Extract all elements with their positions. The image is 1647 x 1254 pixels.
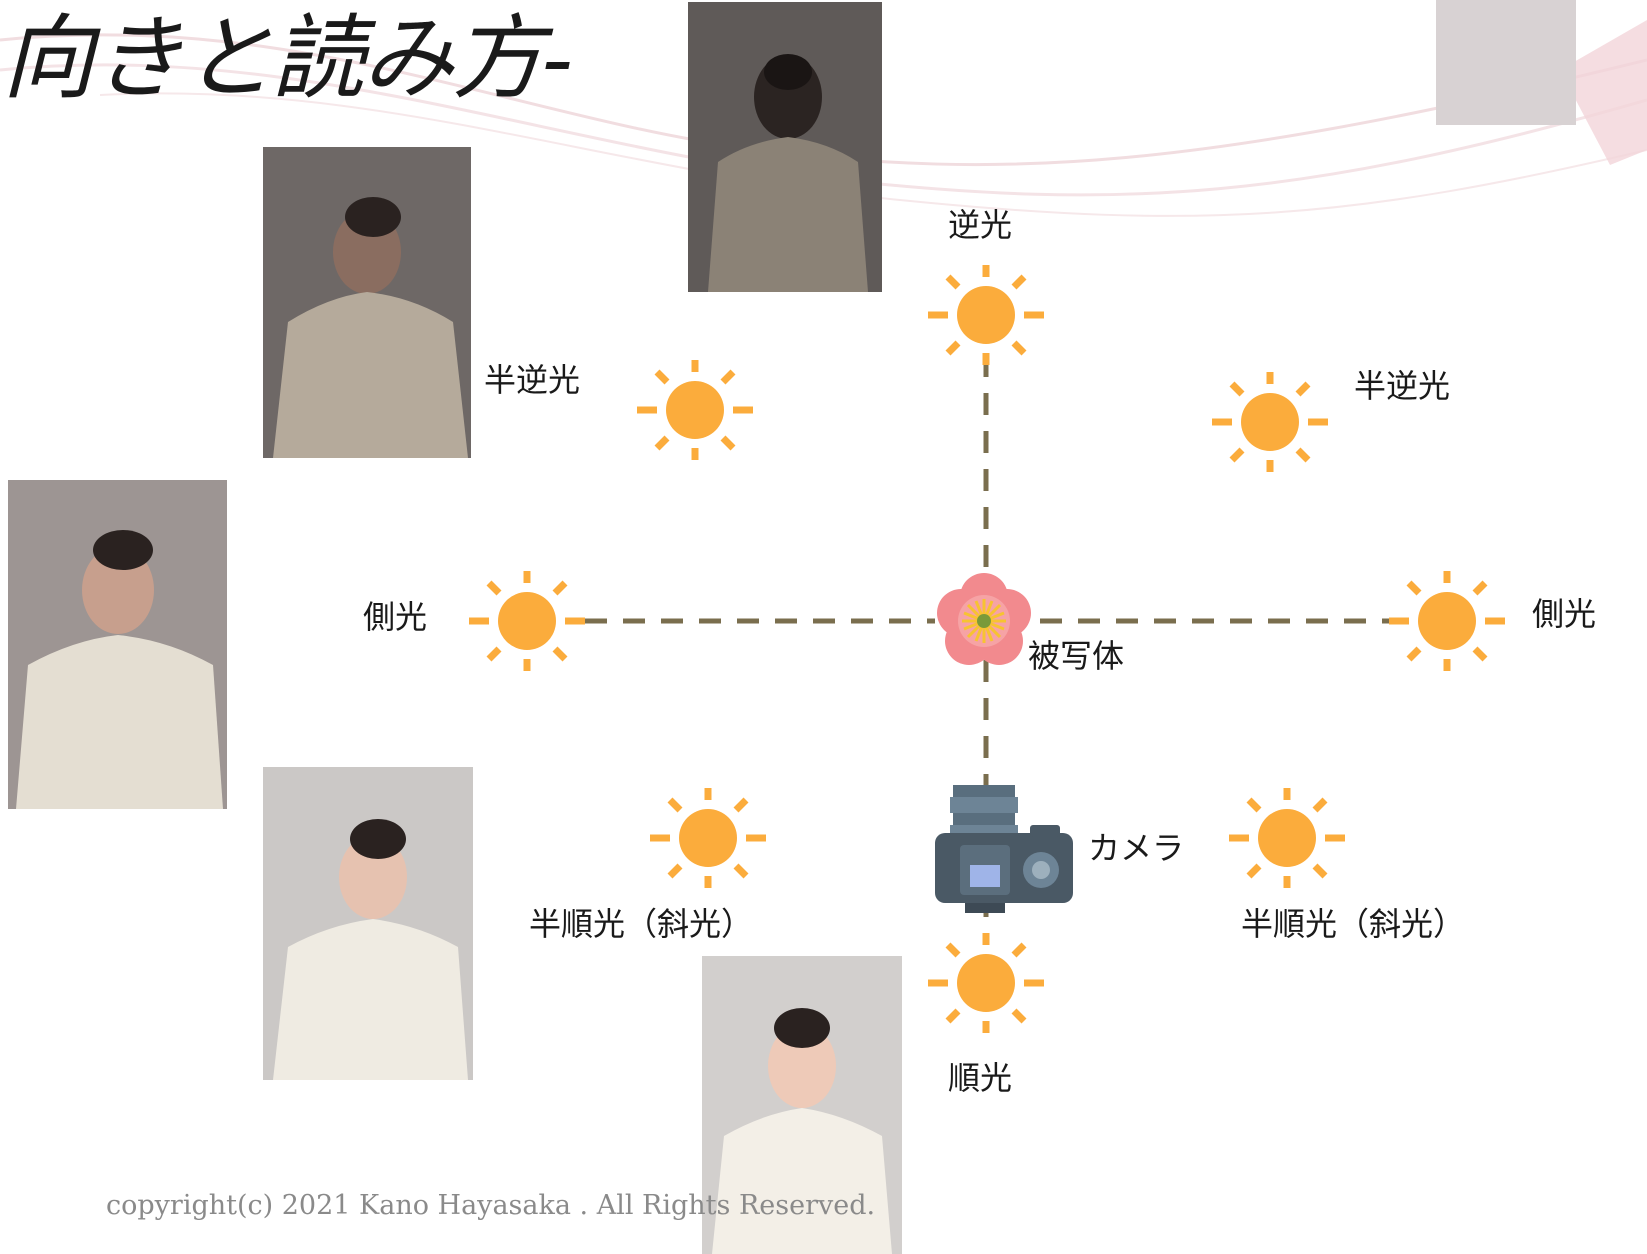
sun-icon-frontlight [928,933,1044,1033]
sun-icon-backlight [928,265,1044,365]
label-frontlight: 順光 [948,1059,1013,1097]
label-camera: カメラ [1088,829,1185,867]
sun-icon-half-backlight-left [637,360,753,460]
flower-icon [937,573,1031,665]
photo-backlight [688,2,882,292]
label-subject: 被写体 [1028,637,1125,675]
sun-icon-half-frontlight-right [1229,788,1345,888]
photo-sidelight [8,480,227,809]
copyright-notice: copyright(c) 2021 Kano Hayasaka . All Ri… [106,1190,876,1221]
camera-icon [935,785,1073,913]
page-title: 向きと読み方- [2,5,573,112]
sun-icon-half-backlight-right [1212,372,1328,472]
label-half-backlight-right: 半逆光 [1354,367,1451,405]
sun-icon-sidelight-left [469,571,585,671]
decorative-square [1436,0,1576,125]
label-backlight: 逆光 [948,206,1013,244]
label-half-backlight-left: 半逆光 [484,361,581,399]
photo-frontlight [702,956,902,1254]
label-half-frontlight-left: 半順光（斜光） [529,905,754,943]
photo-half-frontlight [263,767,473,1080]
label-sidelight-left: 側光 [363,598,428,636]
label-sidelight-right: 側光 [1532,595,1597,633]
label-half-frontlight-right: 半順光（斜光） [1241,905,1466,943]
sun-icon-sidelight-right [1389,571,1505,671]
sun-icon-half-frontlight-left [650,788,766,888]
photo-half-backlight [263,147,471,458]
